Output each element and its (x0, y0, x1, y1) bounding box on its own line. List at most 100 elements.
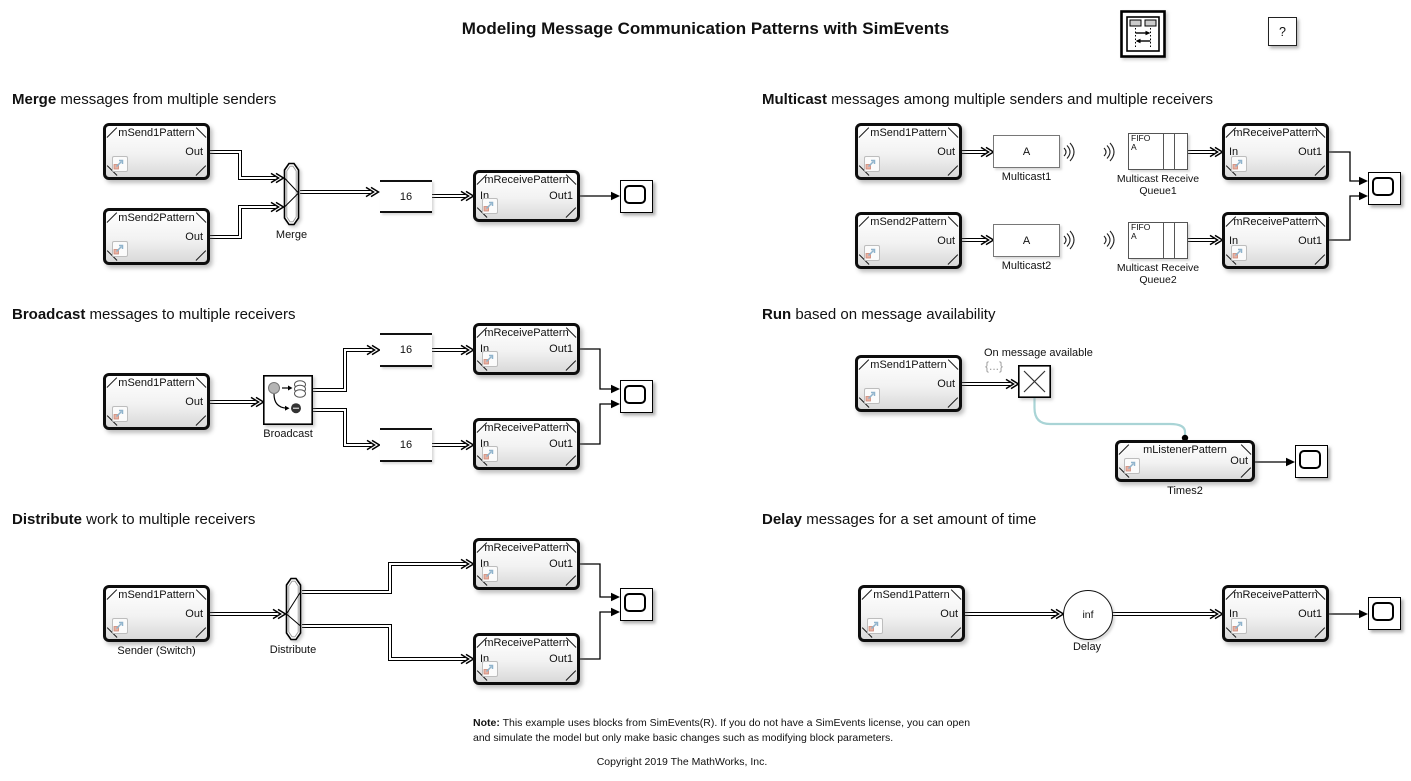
entity-wire[interactable] (962, 146, 995, 158)
broadcast-sender-block[interactable]: mSend1Pattern Out (103, 373, 210, 430)
entity-wire[interactable] (302, 558, 475, 594)
delay-block[interactable]: inf (1063, 590, 1113, 640)
terminator-block[interactable] (1018, 365, 1051, 398)
block-title: mReceivePattern (484, 174, 569, 186)
multicast-sender2-block[interactable]: mSend2Pattern Out (855, 212, 962, 269)
entity-queue-block[interactable]: 16 (380, 333, 432, 367)
scope-block[interactable] (620, 588, 653, 621)
label-line: Multicast Receive (1116, 262, 1200, 274)
scope-block[interactable] (1368, 172, 1401, 205)
queue-tag-a: A (1131, 231, 1137, 242)
entity-wire[interactable] (432, 439, 475, 451)
port-label-out1: Out1 (549, 190, 573, 202)
entity-wire[interactable] (210, 150, 285, 184)
run-sender-block[interactable]: mSend1Pattern Out (855, 355, 962, 412)
entity-wire[interactable] (432, 190, 475, 202)
entity-wire[interactable] (432, 344, 475, 356)
block-title: mSend1Pattern (118, 377, 195, 389)
broadcast-receiver1-block[interactable]: mReceivePattern In Out1 (473, 323, 580, 375)
block-label-multicast1: Multicast1 (1001, 171, 1052, 183)
distribute-receiver1-block[interactable]: mReceivePattern In Out1 (473, 538, 580, 590)
entity-wire[interactable] (1188, 146, 1224, 158)
section-heading-run: Run based on message availability (762, 306, 995, 323)
entity-wire[interactable] (1111, 608, 1224, 620)
distribute-switch-block[interactable] (285, 577, 302, 641)
section-heading-delay: Delay messages for a set amount of time (762, 511, 1036, 528)
link-badge-icon (482, 661, 498, 677)
sequence-viewer-icon[interactable] (1120, 10, 1166, 58)
multicast-receiver1-block[interactable]: mReceivePattern In Out1 (1222, 123, 1329, 180)
entity-wire[interactable] (962, 234, 995, 246)
port-label-out1: Out1 (1298, 145, 1322, 158)
merge-switch-block[interactable] (283, 162, 300, 226)
port-label-in: In (480, 343, 490, 355)
entity-queue-block[interactable]: 16 (380, 428, 432, 462)
signal-wire[interactable] (1255, 457, 1295, 467)
signal-wire[interactable] (580, 563, 620, 602)
signal-wire[interactable] (1329, 151, 1368, 186)
distribute-switch-glyph (285, 577, 302, 641)
port-label-in: In (480, 438, 490, 450)
link-badge-icon (112, 406, 128, 422)
entity-queue-block[interactable]: 16 (380, 180, 432, 213)
port-label-in: In (480, 558, 490, 570)
entity-wire[interactable] (962, 378, 1020, 390)
delay-sender-block[interactable]: mSend1Pattern Out (858, 585, 965, 642)
corner-notch (947, 396, 959, 408)
merge-sender2-block[interactable]: mSend2Pattern Out (103, 208, 210, 265)
scope-block[interactable] (1368, 597, 1401, 630)
broadcast-glyph (263, 375, 314, 426)
event-wire[interactable] (1033, 398, 1189, 442)
corner-notch (565, 454, 577, 466)
merge-receiver-block[interactable]: mReceivePattern In Out1 (473, 170, 580, 222)
scope-screen-icon (624, 185, 646, 204)
signal-wire[interactable] (580, 348, 620, 394)
entity-wire[interactable] (300, 186, 380, 198)
broadcast-receiver2-block[interactable]: mReceivePattern In Out1 (473, 418, 580, 470)
multicast2-block[interactable]: A (993, 224, 1060, 257)
queue-capacity: 16 (399, 439, 413, 451)
entity-wire[interactable] (965, 608, 1065, 620)
link-badge-icon (482, 351, 498, 367)
distribute-receiver2-block[interactable]: mReceivePattern In Out1 (473, 633, 580, 685)
entity-wire[interactable] (210, 608, 287, 620)
multicast1-block[interactable]: A (993, 135, 1060, 168)
scope-block[interactable] (1295, 445, 1328, 478)
entity-wire[interactable] (313, 344, 381, 392)
heading-bold: Broadcast (12, 306, 86, 323)
distribute-sender-block[interactable]: mSend1Pattern Out (103, 585, 210, 642)
link-badge-icon (867, 618, 883, 634)
signal-wire[interactable] (580, 607, 620, 660)
entity-wire[interactable] (302, 624, 475, 665)
signal-wire[interactable] (580, 191, 620, 201)
signal-wire[interactable] (1329, 609, 1368, 619)
block-title: mSend1Pattern (873, 589, 950, 601)
help-button[interactable]: ? (1268, 17, 1297, 46)
entity-wire[interactable] (210, 396, 265, 408)
scope-screen-icon (624, 385, 646, 404)
port-label-out: Out (937, 234, 955, 247)
port-label-in: In (1229, 234, 1239, 247)
signal-wire[interactable] (1329, 191, 1368, 241)
queue-divider (1163, 134, 1165, 169)
signal-wire[interactable] (580, 399, 620, 445)
merge-sender1-block[interactable]: mSend1Pattern Out (103, 123, 210, 180)
entity-wire[interactable] (210, 201, 285, 239)
delay-receiver-block[interactable]: mReceivePattern In Out1 (1222, 585, 1329, 642)
multicast-sender1-block[interactable]: mSend1Pattern Out (855, 123, 962, 180)
scope-block[interactable] (620, 380, 653, 413)
listener-block[interactable]: mListenerPattern Out (1115, 440, 1255, 482)
scope-block[interactable] (620, 180, 653, 213)
queue-divider (1163, 223, 1165, 258)
multicast-receiver2-block[interactable]: mReceivePattern In Out1 (1222, 212, 1329, 269)
sequence-viewer-glyph (1120, 10, 1166, 58)
broadcast-block[interactable] (263, 375, 314, 426)
block-label-sender-switch: Sender (Switch) (117, 645, 196, 657)
port-label-out: Out (1230, 455, 1248, 467)
entity-wire[interactable] (313, 408, 381, 451)
entity-wire[interactable] (1188, 234, 1224, 246)
